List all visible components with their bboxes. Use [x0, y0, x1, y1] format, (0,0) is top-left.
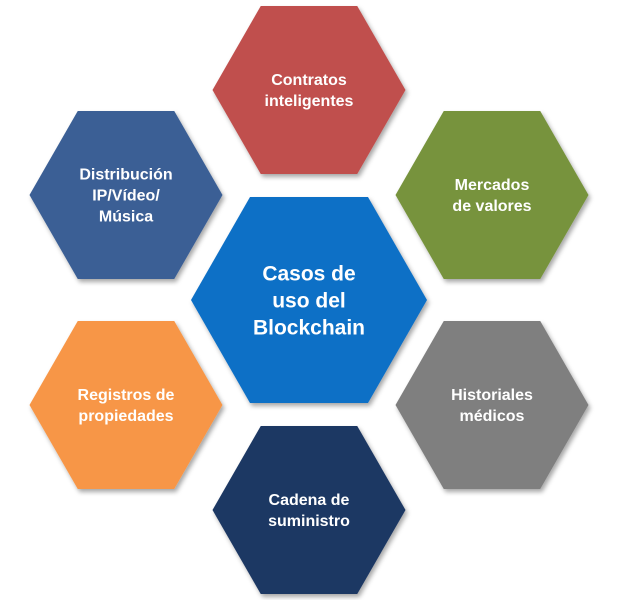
hexagon-center-label-line: Casos de [262, 262, 355, 285]
hexagon-registros-label-line: propiedades [78, 408, 173, 425]
hexagon-contratos: Contratos inteligentes [212, 6, 406, 174]
hexagon-mercados-label-line: Mercados [455, 177, 530, 194]
hexagon-center-label-line: uso del [272, 289, 346, 312]
hexagon-cadena-label: Cadena de suministro [268, 492, 350, 530]
hexagon-distribucion-label-line: Distribución [79, 167, 172, 184]
hexagon-registros-shape [29, 321, 223, 489]
hexagon-center-label-line: Blockchain [253, 316, 365, 339]
hexagon-registros: Registros de propiedades [29, 321, 223, 489]
hexagon-distribucion-shape [29, 111, 223, 279]
hexagon-distribucion-label-line: Música [99, 209, 153, 226]
hexagon-historiales-shape [395, 321, 589, 489]
hexagon-mercados: Mercados de valores [395, 111, 589, 279]
hexagon-contratos-label-line: inteligentes [265, 93, 354, 110]
hexagon-mercados-shape [395, 111, 589, 279]
hexagon-historiales-label-line: Historiales [451, 387, 533, 404]
hexagon-historiales-label-line: médicos [460, 408, 525, 425]
hexagon-historiales: Historiales médicos [395, 321, 589, 489]
hexagon-contratos-label: Contratos inteligentes [265, 72, 354, 110]
hexagon-center-shape [191, 197, 427, 403]
hexagon-cadena: Cadena de suministro [212, 426, 406, 594]
hexagon-cadena-label-line: Cadena de [269, 492, 350, 509]
hexagon-distribucion-label-line: IP/Vídeo/ [92, 188, 160, 205]
hexagon-cadena-shape [212, 426, 406, 594]
hexagon-mercados-label: Mercados de valores [452, 177, 531, 215]
hexagon-historiales-label: Historiales médicos [451, 387, 533, 425]
hexagon-cadena-label-line: suministro [268, 513, 350, 530]
hexagon-mercados-label-line: de valores [452, 198, 531, 215]
hexagon-registros-label: Registros de propiedades [78, 387, 175, 425]
hexagon-contratos-shape [212, 6, 406, 174]
hexagon-registros-label-line: Registros de [78, 387, 175, 404]
hexagon-contratos-label-line: Contratos [271, 72, 347, 89]
